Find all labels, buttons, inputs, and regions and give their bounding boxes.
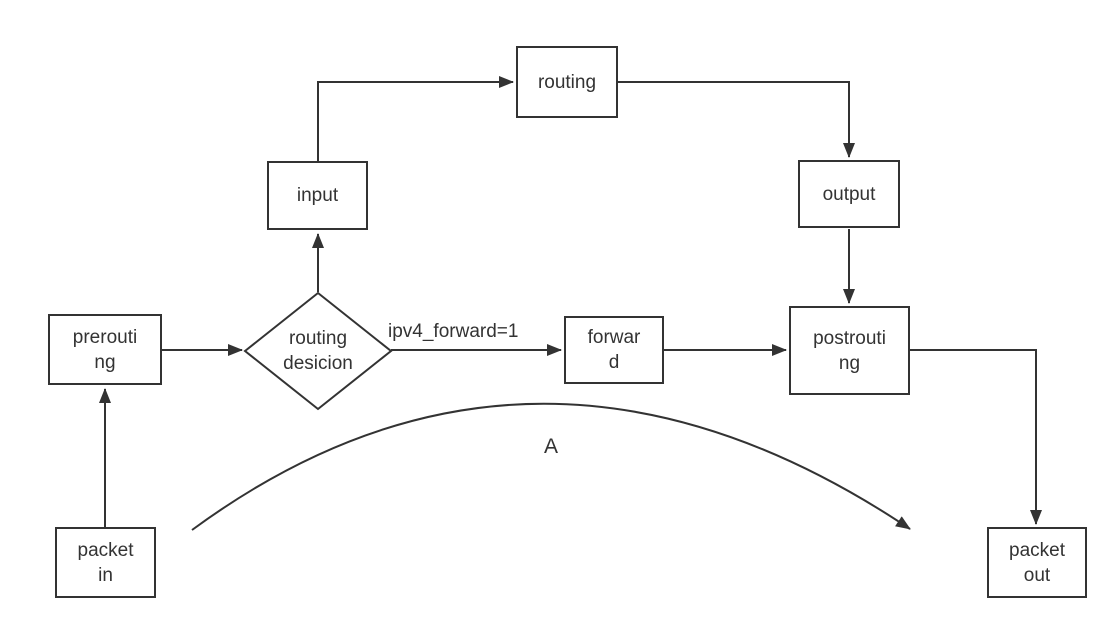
edge-postrouting-to-packet-out xyxy=(910,349,1042,525)
routing-decision-diamond xyxy=(243,291,393,411)
node-routing-decision-label: routing desicion xyxy=(283,328,353,374)
node-routing-label: routing xyxy=(537,71,597,93)
node-packet-out: packet out xyxy=(987,527,1087,598)
node-routing: routing xyxy=(516,46,618,118)
node-input: input xyxy=(267,161,368,230)
edge-bypass-curve xyxy=(191,402,911,531)
node-output-label: output xyxy=(822,183,876,205)
node-prerouting: prerouti ng xyxy=(48,314,162,385)
node-postrouting: postrouti ng xyxy=(789,306,910,395)
node-packet-in-label: packet in xyxy=(77,539,134,586)
node-postrouting-label: postrouti ng xyxy=(813,327,886,374)
node-packet-in: packet in xyxy=(55,527,156,598)
node-forward-label: forwar d xyxy=(587,327,641,373)
node-routing-decision: routing desicion xyxy=(250,322,386,380)
edge-label-ipv4-forward: ipv4_forward=1 xyxy=(388,321,519,342)
edge-label-a: A xyxy=(544,435,559,458)
edge-routing-to-output xyxy=(618,81,855,158)
node-input-label: input xyxy=(296,185,339,206)
node-prerouting-label: prerouti ng xyxy=(72,326,138,373)
node-output: output xyxy=(798,160,900,228)
node-packet-out-label: packet out xyxy=(1009,539,1065,586)
edge-input-to-routing xyxy=(317,76,514,161)
node-forward: forwar d xyxy=(564,316,664,384)
